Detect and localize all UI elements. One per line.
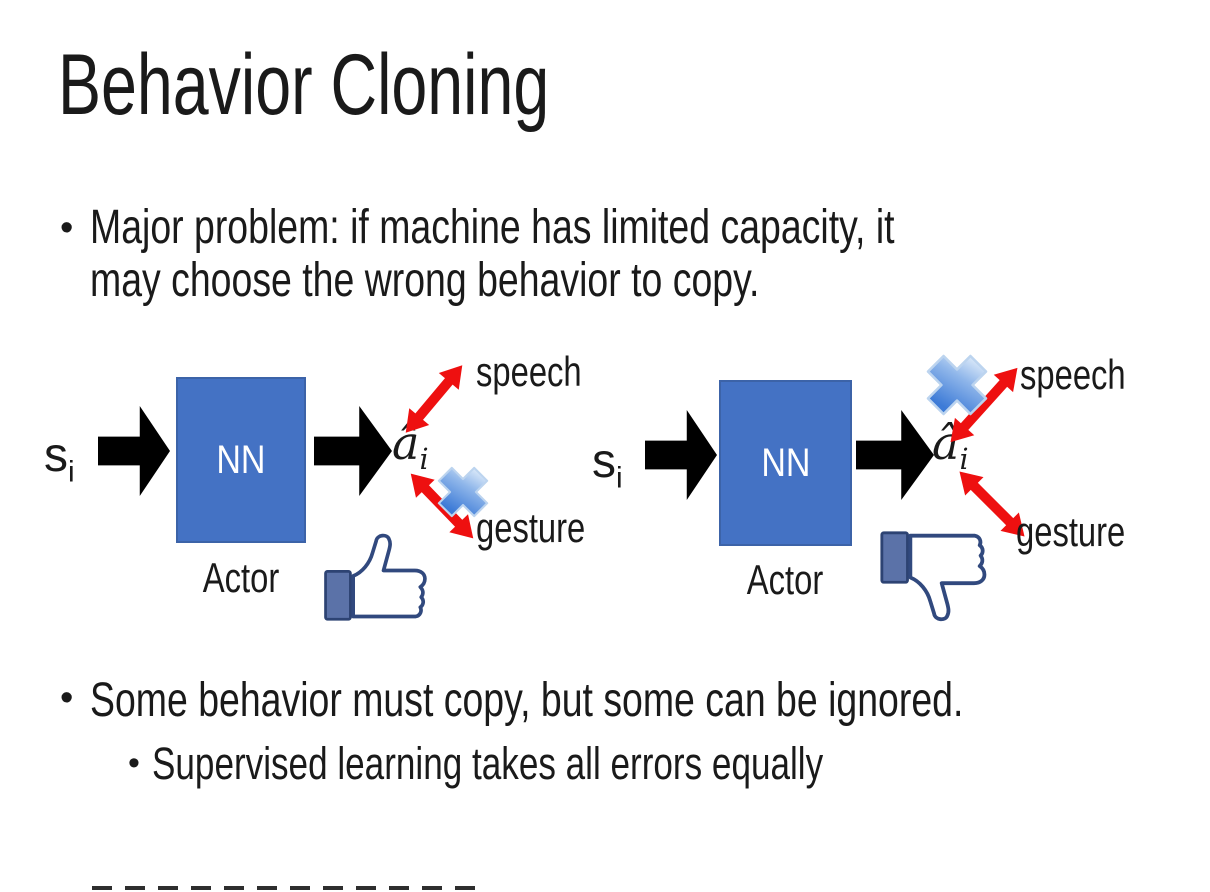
cutoff-text-marks [92, 886, 475, 890]
flow-arrow-icon [856, 410, 934, 500]
speech-branch-arrow-icon [405, 365, 463, 433]
thumbs-down-icon [880, 531, 987, 622]
input-state-label: si [44, 429, 75, 489]
bullet-marker: • [128, 744, 140, 782]
bullet-text-line: Major problem: if machine has limited ca… [90, 201, 895, 254]
speech-label: speech [1020, 351, 1126, 398]
flow-arrow-icon [645, 410, 717, 500]
bullet-marker: • [60, 677, 74, 719]
thumbs-up-icon [324, 533, 427, 621]
gesture-label: gesture [476, 504, 586, 551]
flow-arrow-icon [98, 406, 170, 496]
cross-out-icon [437, 466, 489, 518]
actor-label: Actor [202, 554, 280, 601]
nn-box: NN [719, 380, 852, 546]
sub-bullet-text-line: Supervised learning takes all errors equ… [152, 738, 824, 789]
input-state-label: si [592, 435, 623, 495]
bullet-text-line: Some behavior must copy, but some can be… [90, 674, 964, 727]
gesture-label: gesture [1016, 508, 1126, 555]
gesture-branch-arrow-icon [959, 471, 1025, 537]
bullet-text-line: may choose the wrong behavior to copy. [90, 254, 760, 307]
bullet-marker: • [60, 207, 74, 249]
nn-box: NN [176, 377, 306, 543]
slide-title: Behavior Cloning [58, 37, 550, 133]
flow-arrow-icon [314, 406, 392, 496]
actor-label: Actor [747, 556, 824, 603]
speech-label: speech [476, 348, 582, 395]
cross-out-icon [926, 354, 988, 416]
speech-branch-arrow-icon [950, 367, 1018, 443]
